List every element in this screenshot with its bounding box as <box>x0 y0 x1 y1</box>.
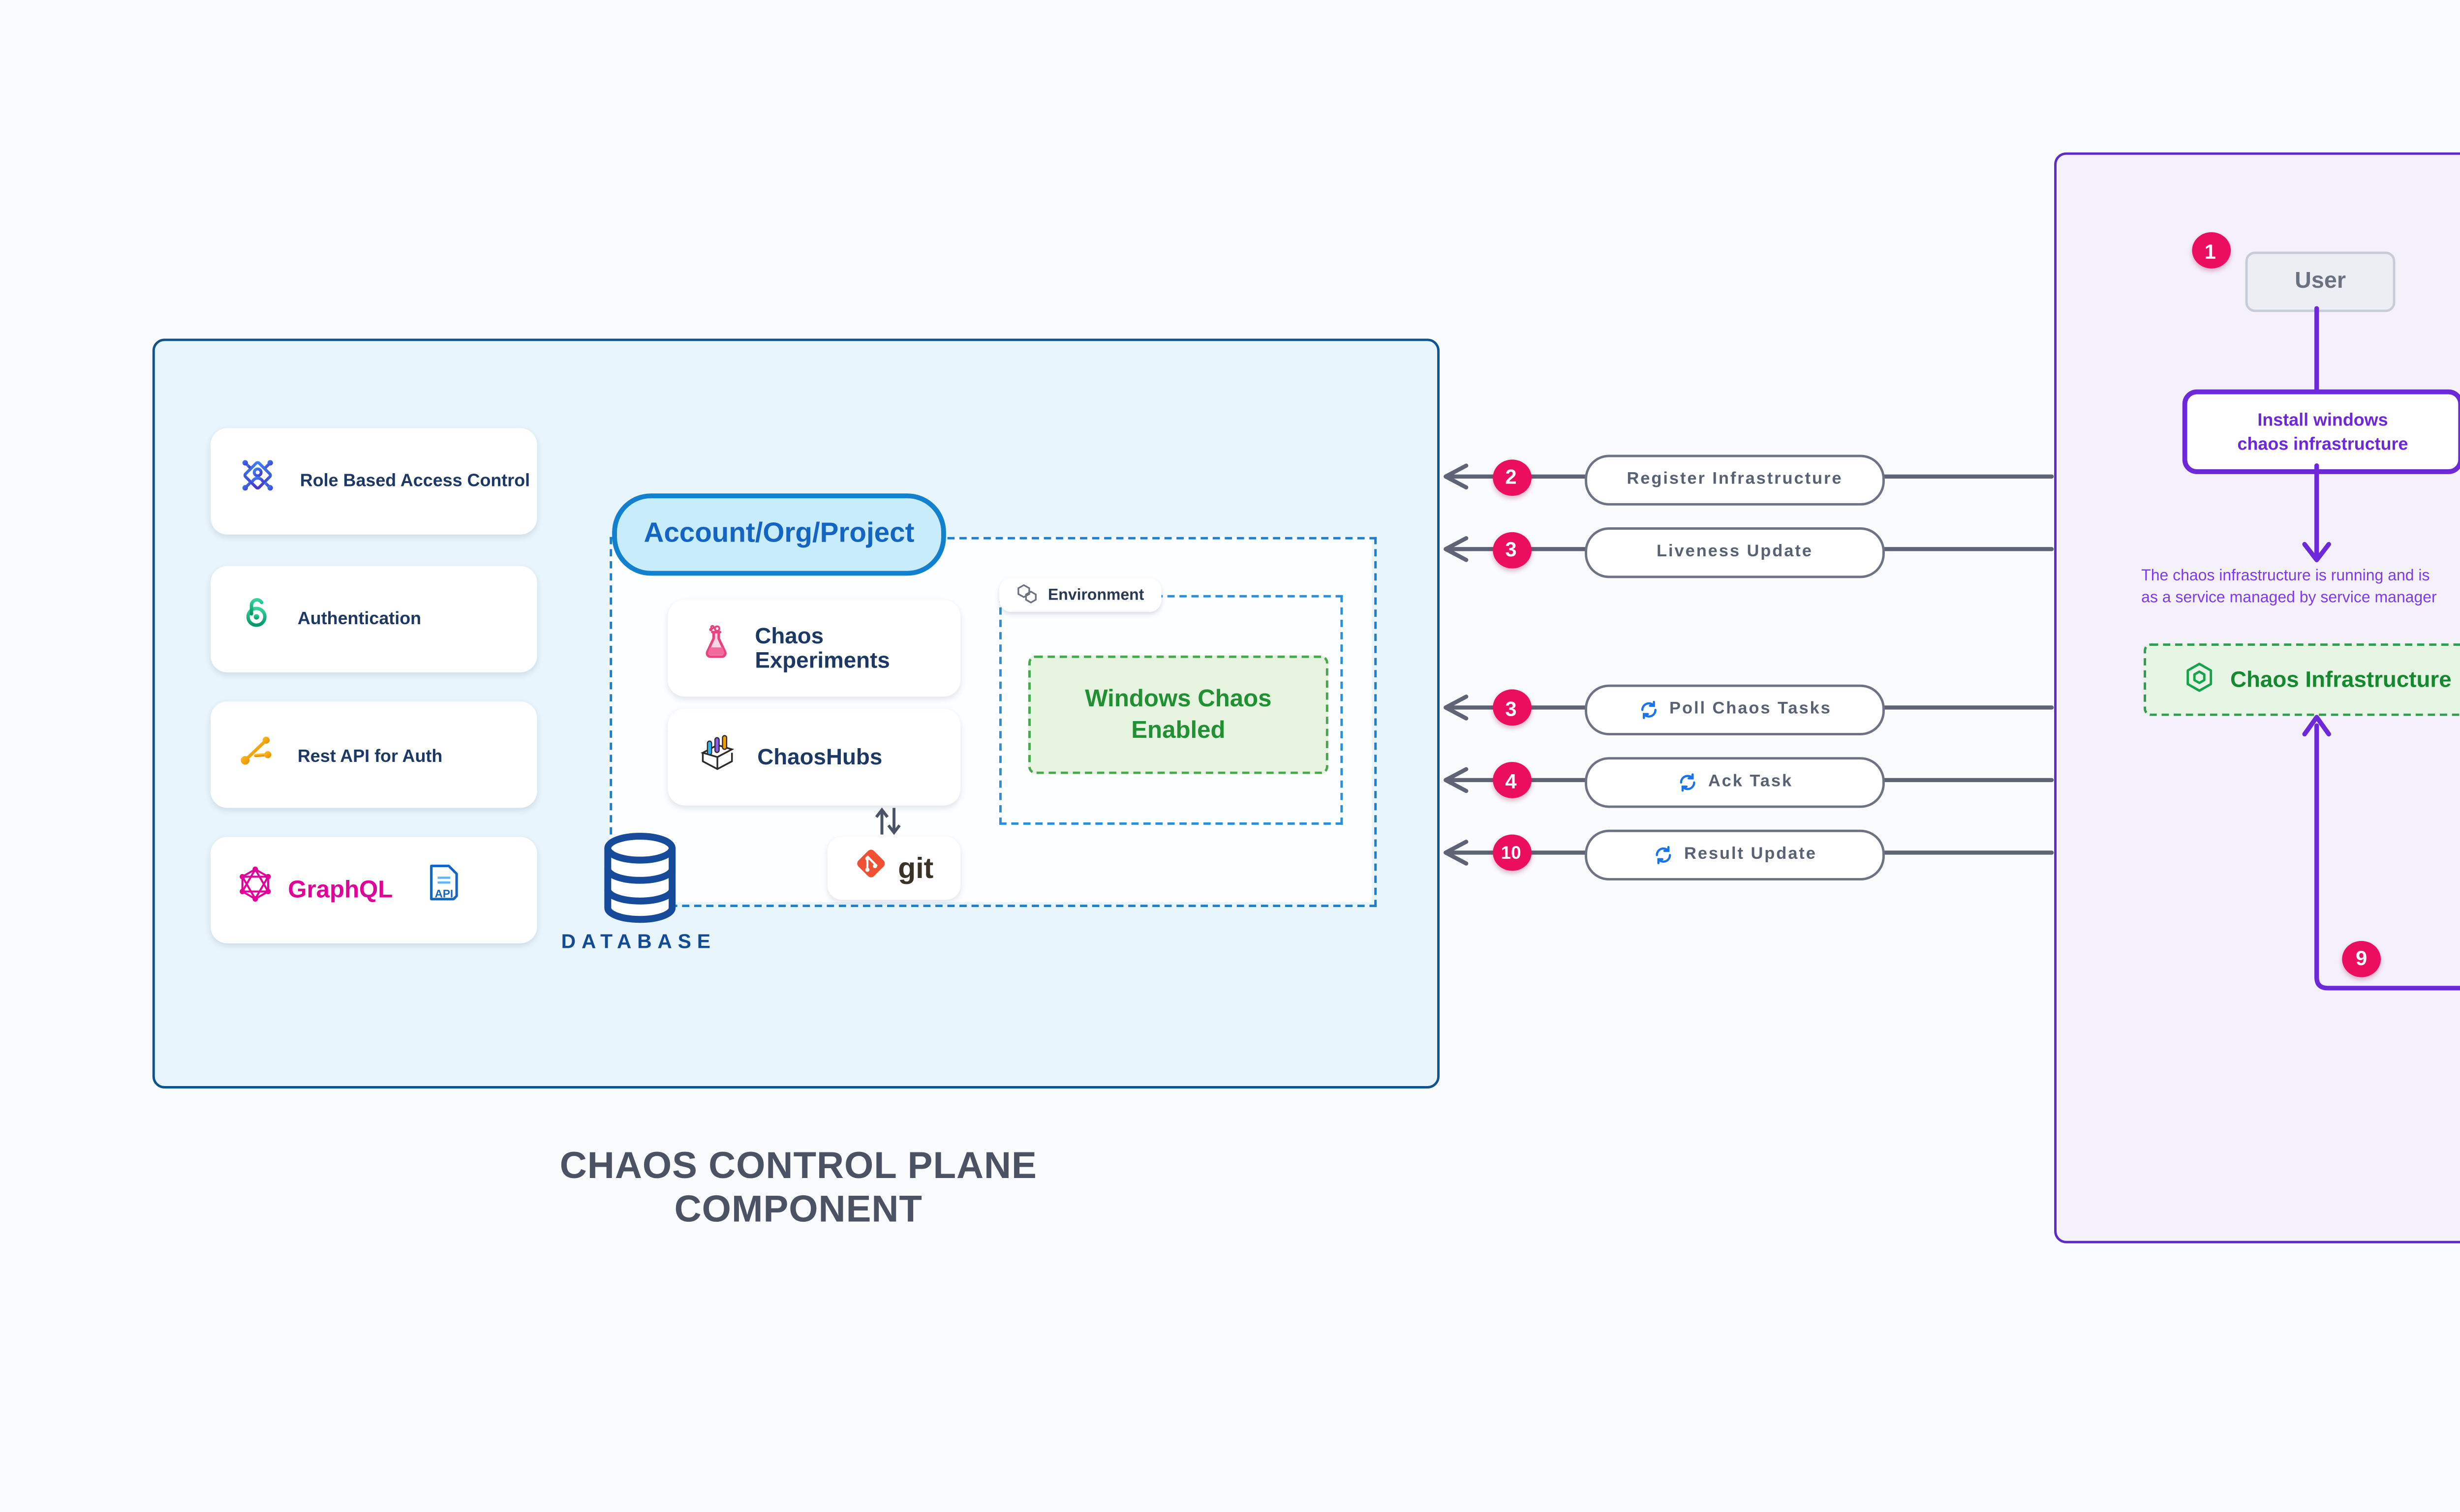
api-call-pill-poll-chaos-tasks: Poll Chaos Tasks <box>1585 684 1885 735</box>
api-call-pill-ack-task: Ack Task <box>1585 757 1885 808</box>
note-line: as a service managed by service manager <box>2141 589 2437 607</box>
api-call-pill-liveness-update: Liveness Update <box>1585 526 1885 577</box>
flask-icon <box>697 623 736 673</box>
chaoshubs-label: ChaosHubs <box>757 745 883 769</box>
git-label: git <box>898 851 934 885</box>
api-call-label: Result Update <box>1684 847 1817 864</box>
account-org-project-pill: Account/Org/Project <box>612 493 946 576</box>
service-card-graphql: GraphQL API <box>210 837 537 943</box>
api-call-label: Liveness Update <box>1657 543 1813 560</box>
database-cylinder-icon <box>600 832 680 936</box>
api-call-pill-register-infrastructure: Register Infrastructure <box>1585 454 1885 505</box>
account-org-project-label: Account/Org/Project <box>644 520 915 549</box>
rbac-icon <box>237 454 278 507</box>
chaos-experiments-label: Chaos Experiments <box>755 624 890 673</box>
environment-tab: Environment <box>999 578 1162 612</box>
api-call-label: Poll Chaos Tasks <box>1669 701 1832 719</box>
git-icon <box>855 846 889 891</box>
service-card-rest-api: Rest API for Auth <box>210 701 537 808</box>
sync-icon <box>1638 688 1660 732</box>
svg-text:API: API <box>435 888 454 900</box>
api-call-pill-result-update: Result Update <box>1585 829 1885 881</box>
test-tube-rack-icon <box>697 730 738 784</box>
service-label: Authentication <box>297 607 422 629</box>
service-card-authentication: Authentication <box>210 565 537 671</box>
install-windows-chaos-infrastructure-box: Install windows chaos infrastructure <box>2182 389 2460 474</box>
service-manager-note: The chaos infrastructure is running and … <box>2141 569 2437 611</box>
note-line: The chaos infrastructure is running and … <box>2141 568 2430 586</box>
service-label: GraphQL <box>288 877 393 904</box>
environment-dotted-box <box>999 595 1343 825</box>
install-line2: chaos infrastructure <box>2237 431 2408 454</box>
user-box: User <box>2245 251 2396 312</box>
account-scope-dashed-box <box>610 537 1377 907</box>
install-line1: Install windows <box>2257 408 2388 430</box>
service-label: Rest API for Auth <box>297 744 443 766</box>
step-badge-10: 10 <box>1491 834 1531 871</box>
service-label: Role Based Access Control <box>300 469 530 491</box>
step-badge-1: 1 <box>2190 232 2230 269</box>
auth-lock-icon <box>237 593 276 643</box>
api-document-icon: API <box>427 864 463 917</box>
api-call-label: Ack Task <box>1708 774 1793 791</box>
database-label: DATABASE <box>561 929 716 953</box>
git-card: git <box>827 837 961 900</box>
chaos-infrastructure-box: Chaos Infrastructure <box>2144 642 2460 715</box>
chaos-infrastructure-label: Chaos Infrastructure <box>2230 666 2452 691</box>
control-plane-title: CHAOS CONTROL PLANE COMPONENT <box>559 1146 1037 1232</box>
windows-chaos-line1: Windows Chaos <box>1085 686 1272 713</box>
chaos-experiments-card: Chaos Experiments <box>668 600 961 697</box>
environment-label: Environment <box>1047 586 1144 604</box>
hexagons-icon <box>1016 573 1038 617</box>
windows-chaos-enabled-box: Windows Chaos Enabled <box>1028 655 1328 774</box>
sync-icon <box>1653 833 1674 877</box>
litmus-hexagon-icon <box>2182 659 2216 698</box>
step-badge-3b: 3 <box>1491 689 1531 726</box>
sync-icon <box>1677 761 1698 805</box>
step-badge-4: 4 <box>1491 762 1531 798</box>
chaoshubs-card: ChaosHubs <box>668 708 961 806</box>
api-call-label: Register Infrastructure <box>1627 470 1843 487</box>
windows-chaos-line2: Enabled <box>1131 717 1226 744</box>
git-sync-arrows-icon <box>871 806 905 849</box>
step-badge-2: 2 <box>1491 458 1531 495</box>
rest-api-nodes-icon <box>237 729 276 780</box>
service-card-rbac: Role Based Access Control <box>210 426 537 534</box>
graphql-icon <box>237 866 274 914</box>
step-badge-3: 3 <box>1491 531 1531 568</box>
